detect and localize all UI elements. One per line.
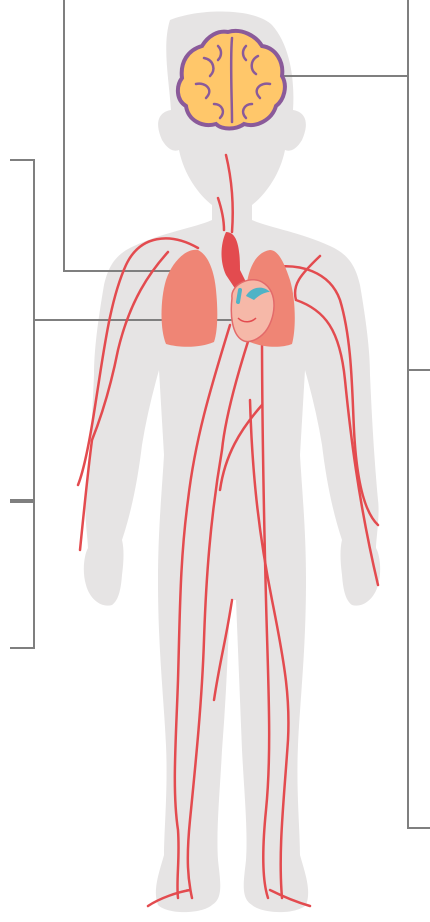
body-silhouette xyxy=(84,12,380,913)
left-lower-bracket xyxy=(10,502,34,648)
right-bracket xyxy=(408,76,430,828)
pulmonary-vein xyxy=(238,290,240,302)
head xyxy=(84,12,380,913)
left-upper-bracket xyxy=(10,160,34,500)
